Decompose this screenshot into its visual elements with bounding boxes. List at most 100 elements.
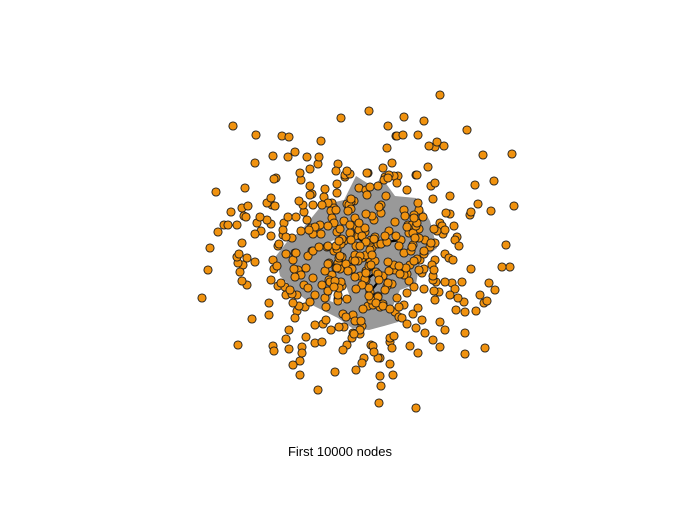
graph-node	[423, 162, 433, 172]
graph-node	[398, 130, 408, 140]
graph-node	[420, 328, 430, 338]
graph-node	[395, 269, 405, 279]
graph-node	[457, 277, 467, 287]
graph-node	[404, 276, 414, 286]
graph-node	[255, 212, 265, 222]
graph-node	[471, 306, 481, 316]
graph-node	[326, 325, 336, 335]
graph-node	[305, 297, 315, 307]
graph-node	[394, 261, 404, 271]
graph-node	[440, 325, 450, 335]
graph-node	[418, 212, 428, 222]
graph-node	[334, 236, 344, 246]
graph-node	[365, 182, 375, 192]
graph-node	[250, 229, 260, 239]
graph-node	[392, 178, 402, 188]
graph-node	[345, 220, 355, 230]
graph-node	[388, 370, 398, 380]
graph-node	[399, 112, 409, 122]
graph-node	[316, 136, 326, 146]
graph-node	[364, 291, 374, 301]
graph-node	[281, 249, 291, 259]
graph-node	[362, 168, 372, 178]
graph-node	[445, 290, 455, 300]
graph-node	[430, 178, 440, 188]
graph-node	[417, 315, 427, 325]
graph-node	[413, 303, 423, 313]
graph-node	[237, 238, 247, 248]
graph-node	[413, 198, 423, 208]
graph-node	[435, 342, 445, 352]
graph-node	[264, 298, 274, 308]
graph-node	[356, 316, 366, 326]
graph-node	[283, 152, 293, 162]
graph-node	[400, 211, 410, 221]
graph-node	[445, 191, 455, 201]
graph-node	[478, 150, 488, 160]
graph-node	[343, 206, 353, 216]
graph-node	[308, 273, 318, 283]
graph-node	[387, 158, 397, 168]
graph-node	[429, 286, 439, 296]
graph-node	[294, 196, 304, 206]
graph-node	[332, 179, 342, 189]
graph-node	[369, 234, 379, 244]
graph-node	[451, 305, 461, 315]
graph-node	[384, 266, 394, 276]
graph-node	[383, 121, 393, 131]
graph-node	[475, 290, 485, 300]
graph-node	[276, 278, 286, 288]
graph-node	[235, 267, 245, 277]
graph-node	[358, 304, 368, 314]
graph-node	[364, 106, 374, 116]
graph-node	[302, 152, 312, 162]
graph-node	[389, 331, 399, 341]
graph-node	[305, 181, 315, 191]
graph-node	[314, 152, 324, 162]
graph-node	[385, 359, 395, 369]
graph-node	[301, 263, 311, 273]
graph-node	[313, 385, 323, 395]
graph-node	[507, 149, 517, 159]
graph-node	[350, 272, 360, 282]
graph-node	[329, 282, 339, 292]
graph-node	[241, 212, 251, 222]
graph-node	[429, 265, 439, 275]
graph-node	[450, 284, 460, 294]
graph-node	[349, 329, 359, 339]
graph-node	[289, 264, 299, 274]
graph-node	[374, 202, 384, 212]
graph-node	[342, 294, 352, 304]
graph-node	[323, 259, 333, 269]
graph-node	[302, 215, 312, 225]
graph-node	[440, 277, 450, 287]
graph-node	[391, 231, 401, 241]
graph-node	[460, 307, 470, 317]
graph-node	[295, 370, 305, 380]
graph-node	[305, 190, 315, 200]
graph-node	[380, 285, 390, 295]
graph-node	[341, 312, 351, 322]
graph-node	[304, 225, 314, 235]
graph-node	[323, 241, 333, 251]
graph-node	[291, 212, 301, 222]
graph-node	[320, 184, 330, 194]
graph-node	[335, 251, 345, 261]
graph-node	[251, 130, 261, 140]
graph-node	[374, 275, 384, 285]
graph-node	[480, 343, 490, 353]
graph-node	[331, 205, 341, 215]
graph-node	[336, 113, 346, 123]
graph-node	[284, 344, 294, 354]
graph-node	[397, 313, 407, 323]
graph-node	[281, 334, 291, 344]
graph-node	[350, 256, 360, 266]
graph-node	[470, 180, 480, 190]
graph-node	[383, 173, 393, 183]
graph-node	[414, 265, 424, 275]
graph-node	[317, 200, 327, 210]
graph-node	[211, 187, 221, 197]
graph-node	[203, 265, 213, 275]
graph-node	[380, 231, 390, 241]
